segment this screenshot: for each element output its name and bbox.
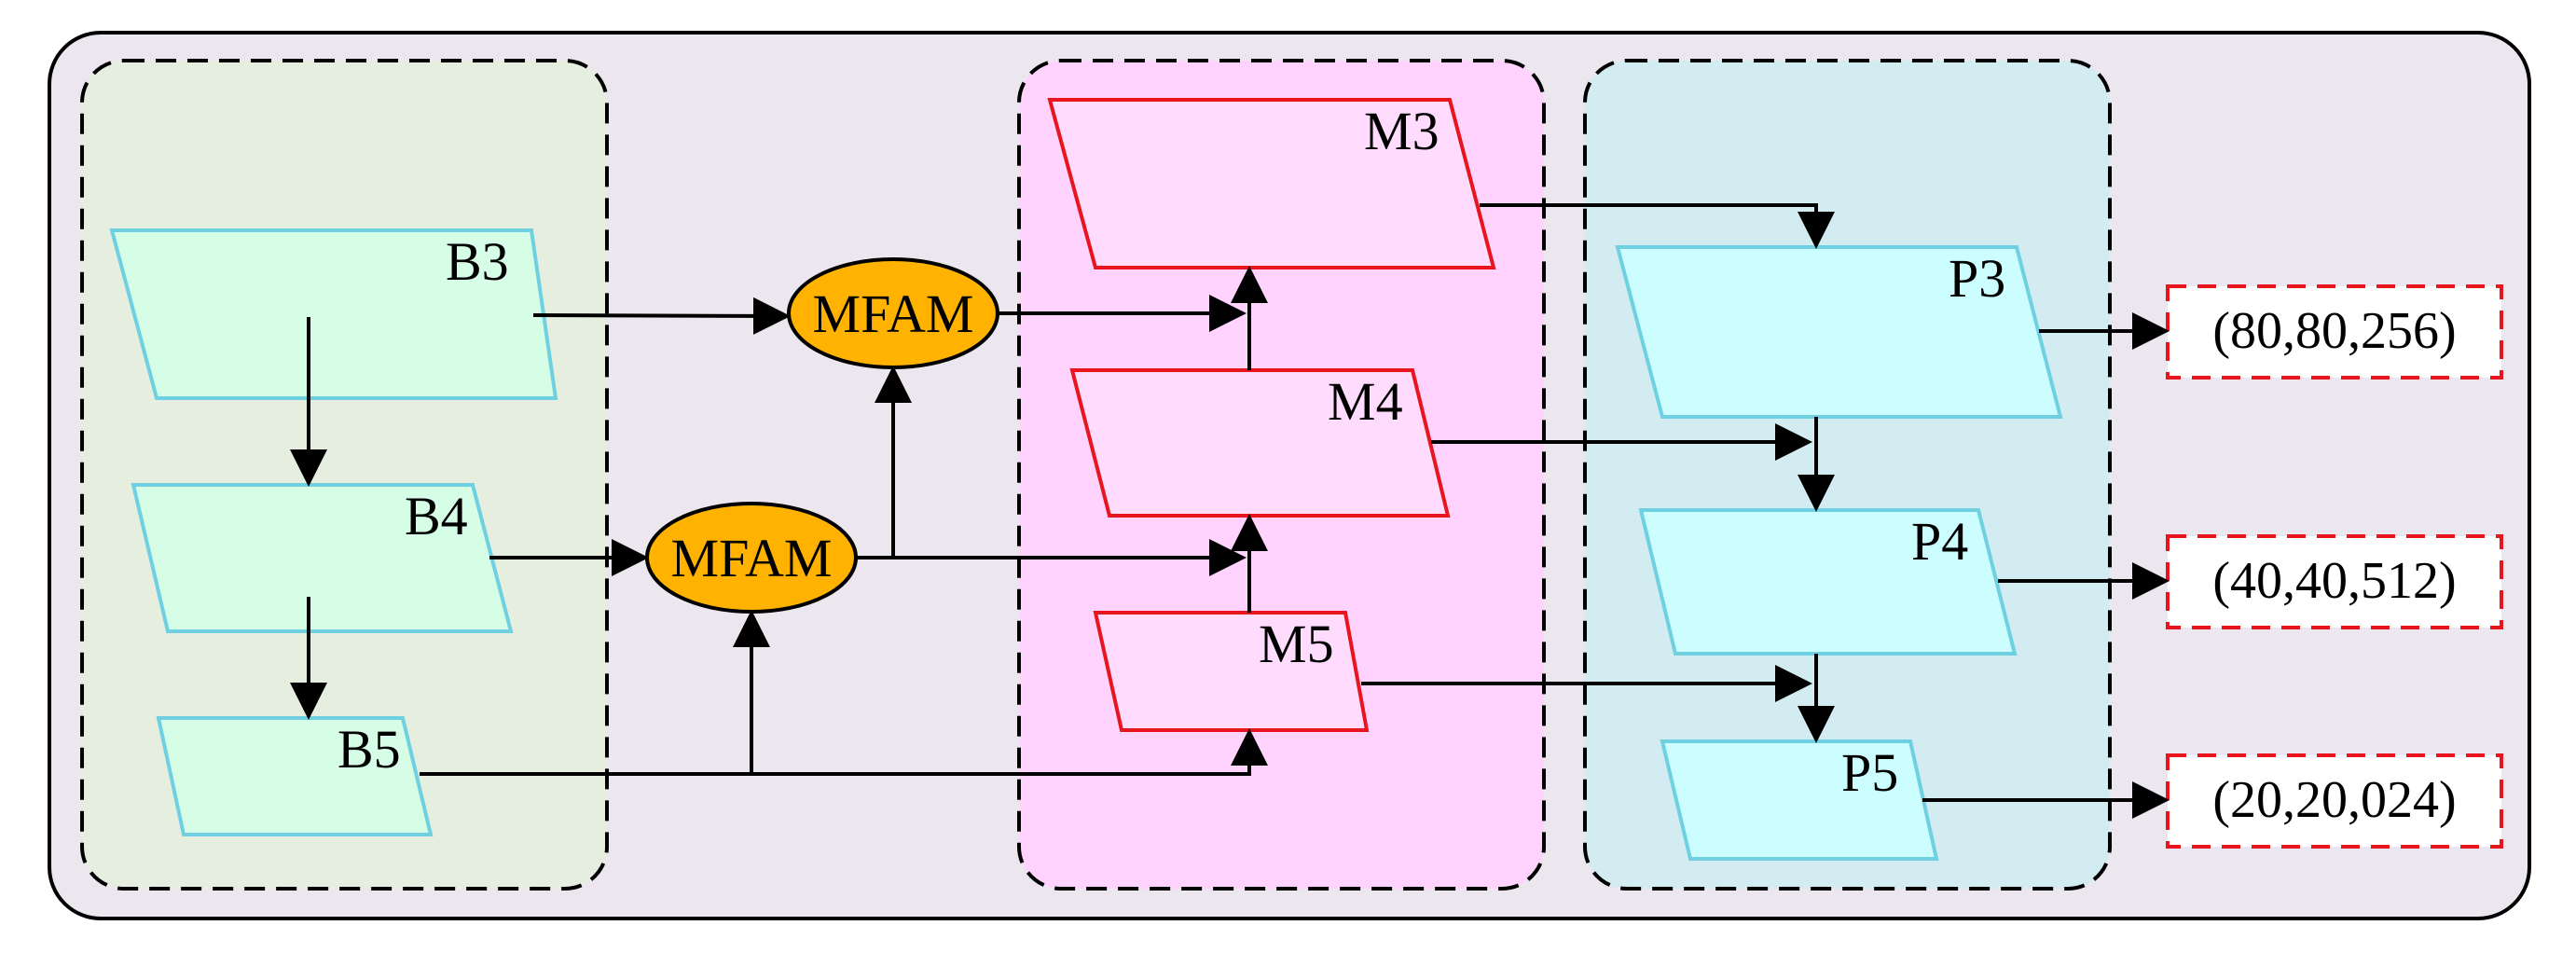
m5-node <box>1093 611 1370 732</box>
b4-node <box>131 483 514 633</box>
m3-label: M3 <box>1364 101 1440 161</box>
m4-node <box>1069 368 1451 518</box>
mfam-bottom-label: MFAM <box>671 528 833 588</box>
output-box-p4 <box>2166 534 2503 629</box>
arrow-b3-mfam-top <box>532 297 791 335</box>
output-box-p3 <box>2166 284 2503 380</box>
output-p5-label: (20,20,024) <box>2212 771 2456 829</box>
arrow-b5-m5 <box>420 728 1268 776</box>
m4-label: M4 <box>1328 371 1403 432</box>
p3-node <box>1615 245 2063 419</box>
b3-label: B3 <box>446 231 509 292</box>
mfam-top-label: MFAM <box>813 283 974 344</box>
p4-label: P4 <box>1911 511 1968 572</box>
output-p4-label: (40,40,512) <box>2212 552 2456 610</box>
p5-label: P5 <box>1841 742 1898 803</box>
m3-node <box>1047 98 1496 269</box>
output-box-p5 <box>2166 753 2503 849</box>
b3-node <box>109 228 558 400</box>
b5-label: B5 <box>337 719 401 780</box>
arrow-m3-p3 <box>1480 203 1835 249</box>
p4-node <box>1638 508 2018 656</box>
p3-label: P3 <box>1949 248 2005 309</box>
m5-label: M5 <box>1259 614 1334 674</box>
output-p3-label: (80,80,256) <box>2212 302 2456 360</box>
b4-label: B4 <box>405 486 468 546</box>
